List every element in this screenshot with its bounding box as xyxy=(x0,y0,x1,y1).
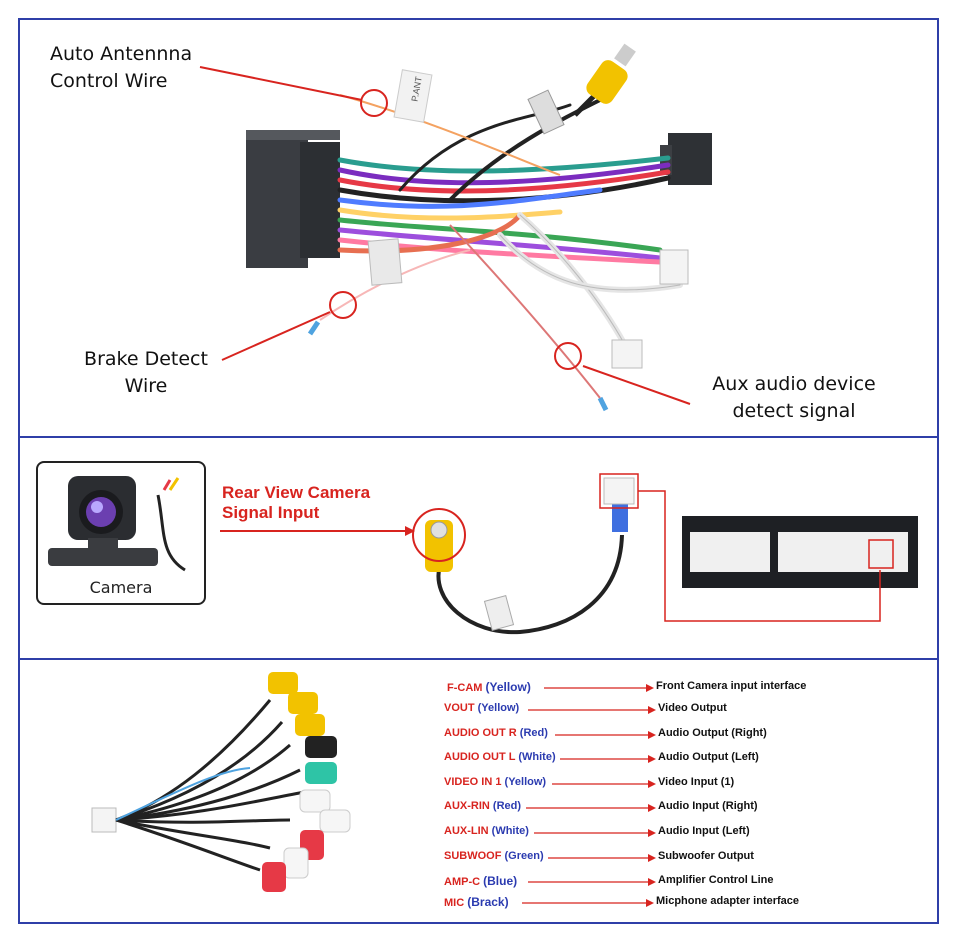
callout-line-1: Aux audio device xyxy=(712,373,876,395)
port-function: Audio Input (Right) xyxy=(658,800,758,812)
legend-port-label: AMP-C (Blue) xyxy=(444,874,517,888)
port-function: Video Input (1) xyxy=(658,776,735,788)
port-function: Front Camera input interface xyxy=(656,680,807,692)
legend-port-label: F-CAM (Yellow) xyxy=(447,680,531,694)
camera-caption: Camera xyxy=(89,578,153,597)
port-name: AMP-C xyxy=(444,876,481,888)
auto-antenna-callout: Auto Antennna Control Wire xyxy=(50,41,192,95)
port-function: Micphone adapter interface xyxy=(656,895,800,907)
rca-harness-illustration xyxy=(91,672,351,892)
port-function: Video Output xyxy=(658,702,727,714)
port-name: AUX-RIN xyxy=(444,800,490,812)
legend-row: VOUT (Yellow) Video Output xyxy=(0,702,960,720)
port-function: Audio Input (Left) xyxy=(658,825,750,837)
callout-line-2: Control Wire xyxy=(50,70,168,92)
port-color: (Red) xyxy=(492,800,522,812)
wire-bundle xyxy=(337,98,683,348)
port-color: (Brack) xyxy=(467,895,509,909)
port-name: AUDIO OUT L xyxy=(444,751,516,763)
legend-row: AUDIO OUT L (White) Audio Output (Left) xyxy=(0,751,960,769)
port-name: VOUT xyxy=(444,702,475,714)
legend-row: AMP-C (Blue) Amplifier Control Line xyxy=(0,874,960,892)
rca-output-panel xyxy=(18,658,939,924)
legend-port-label: SUBWOOF (Green) xyxy=(444,850,544,862)
rear-camera-label: Rear View Camera Signal Input xyxy=(222,483,370,523)
port-color: (Yellow) xyxy=(485,680,531,694)
port-color: (White) xyxy=(518,751,556,763)
callout-line-2: detect signal xyxy=(732,400,856,422)
camera-box: Camera xyxy=(36,461,206,605)
aux-detect-callout: Aux audio device detect signal xyxy=(706,371,882,425)
port-color: (Red) xyxy=(519,727,548,739)
legend-row: SUBWOOF (Green) Subwoofer Output xyxy=(0,850,960,868)
port-color: (Blue) xyxy=(483,874,518,888)
port-name: SUBWOOF xyxy=(444,850,502,862)
port-function: Subwoofer Output xyxy=(658,850,754,862)
rca-plug-yellow-top xyxy=(573,43,636,117)
port-color: (Green) xyxy=(504,850,544,862)
harness-overview-panel xyxy=(18,18,939,438)
rear-camera-arrow xyxy=(220,526,415,536)
legend-port-label: AUDIO OUT R (Red) xyxy=(444,727,548,739)
rear-label-line-1: Rear View Camera xyxy=(222,483,371,502)
port-function: Amplifier Control Line xyxy=(658,874,774,886)
port-name: F-CAM xyxy=(447,682,483,694)
port-function: Audio Output (Right) xyxy=(658,727,767,739)
legend-port-label: AUX-RIN (Red) xyxy=(444,800,521,812)
rear-label-line-2: Signal Input xyxy=(222,503,320,522)
callout-line-1: Brake Detect xyxy=(84,348,208,370)
port-color: (Yellow) xyxy=(504,776,547,788)
legend-row: MIC (Brack) Micphone adapter interface xyxy=(0,895,960,913)
port-color: (White) xyxy=(491,825,529,837)
legend-port-label: AUX-LIN (White) xyxy=(444,825,529,837)
callout-line-2: Wire xyxy=(124,375,168,397)
head-unit-socket xyxy=(638,490,918,622)
camera-cable xyxy=(412,473,639,635)
port-color: (Yellow) xyxy=(477,702,520,714)
legend-row: AUX-RIN (Red) Audio Input (Right) xyxy=(0,800,960,818)
legend-row: F-CAM (Yellow) Front Camera input interfa… xyxy=(0,680,960,698)
legend-row: AUX-LIN (White) Audio Input (Left) xyxy=(0,825,960,843)
legend-row: VIDEO IN 1 (Yellow) Video Input (1) xyxy=(0,776,960,794)
callout-line-1: Auto Antennna xyxy=(50,43,193,65)
legend-port-label: VOUT (Yellow) xyxy=(444,702,519,714)
port-name: MIC xyxy=(444,897,465,909)
legend-port-label: MIC (Brack) xyxy=(444,895,509,909)
brake-detect-callout: Brake Detect Wire xyxy=(82,346,210,400)
legend-port-label: AUDIO OUT L (White) xyxy=(444,751,556,763)
port-name: AUX-LIN xyxy=(444,825,489,837)
port-name: AUDIO OUT R xyxy=(444,727,517,739)
legend-row: AUDIO OUT R (Red) Audio Output (Right) xyxy=(0,727,960,745)
callout-lines xyxy=(199,66,691,405)
main-connector-block xyxy=(246,130,340,268)
legend-port-label: VIDEO IN 1 (Yellow) xyxy=(444,776,546,788)
port-name: VIDEO IN 1 xyxy=(444,776,502,788)
camera-illustration xyxy=(48,476,186,572)
port-function: Audio Output (Left) xyxy=(658,751,759,763)
